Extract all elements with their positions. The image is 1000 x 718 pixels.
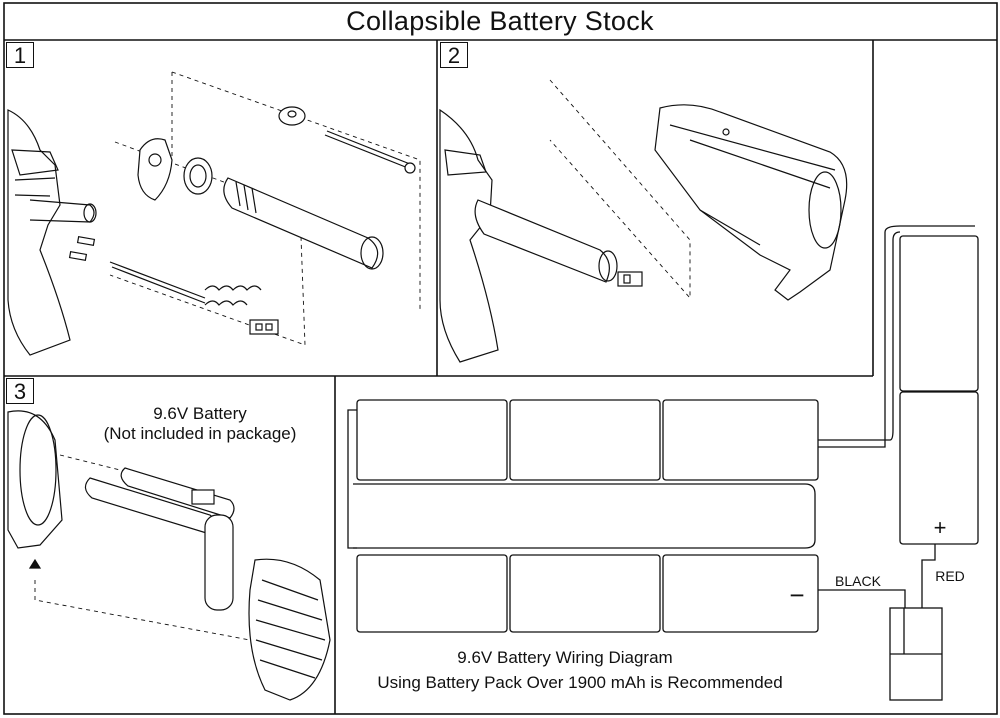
cell xyxy=(899,391,979,545)
black-wire-label: BLACK xyxy=(835,573,881,589)
cell xyxy=(356,554,508,633)
wiring-diagram xyxy=(347,225,979,701)
cell xyxy=(509,399,661,481)
cell xyxy=(509,554,661,633)
negative-terminal-sign: − xyxy=(789,580,805,610)
red-wire-label: RED xyxy=(935,568,965,584)
panel-3-number: 3 xyxy=(6,378,34,404)
battery-label: 9.6V Battery xyxy=(153,404,247,423)
cell xyxy=(662,399,819,481)
panel-1-number: 1 xyxy=(6,42,34,68)
cell xyxy=(356,399,508,481)
sheet-title: Collapsible Battery Stock xyxy=(346,6,654,36)
sheet-border xyxy=(3,2,998,715)
panel-3-drawing xyxy=(7,410,331,701)
wiring-caption: 9.6V Battery Wiring Diagram xyxy=(457,648,673,667)
panel-2-number: 2 xyxy=(440,42,468,68)
cell xyxy=(899,235,979,392)
panel-2-drawing xyxy=(439,79,848,363)
battery-note: (Not included in package) xyxy=(103,424,297,443)
panel-1-drawing xyxy=(7,71,421,356)
wiring-recommendation: Using Battery Pack Over 1900 mAh is Reco… xyxy=(377,673,783,692)
cell xyxy=(662,554,819,633)
positive-terminal-sign: + xyxy=(933,515,947,540)
